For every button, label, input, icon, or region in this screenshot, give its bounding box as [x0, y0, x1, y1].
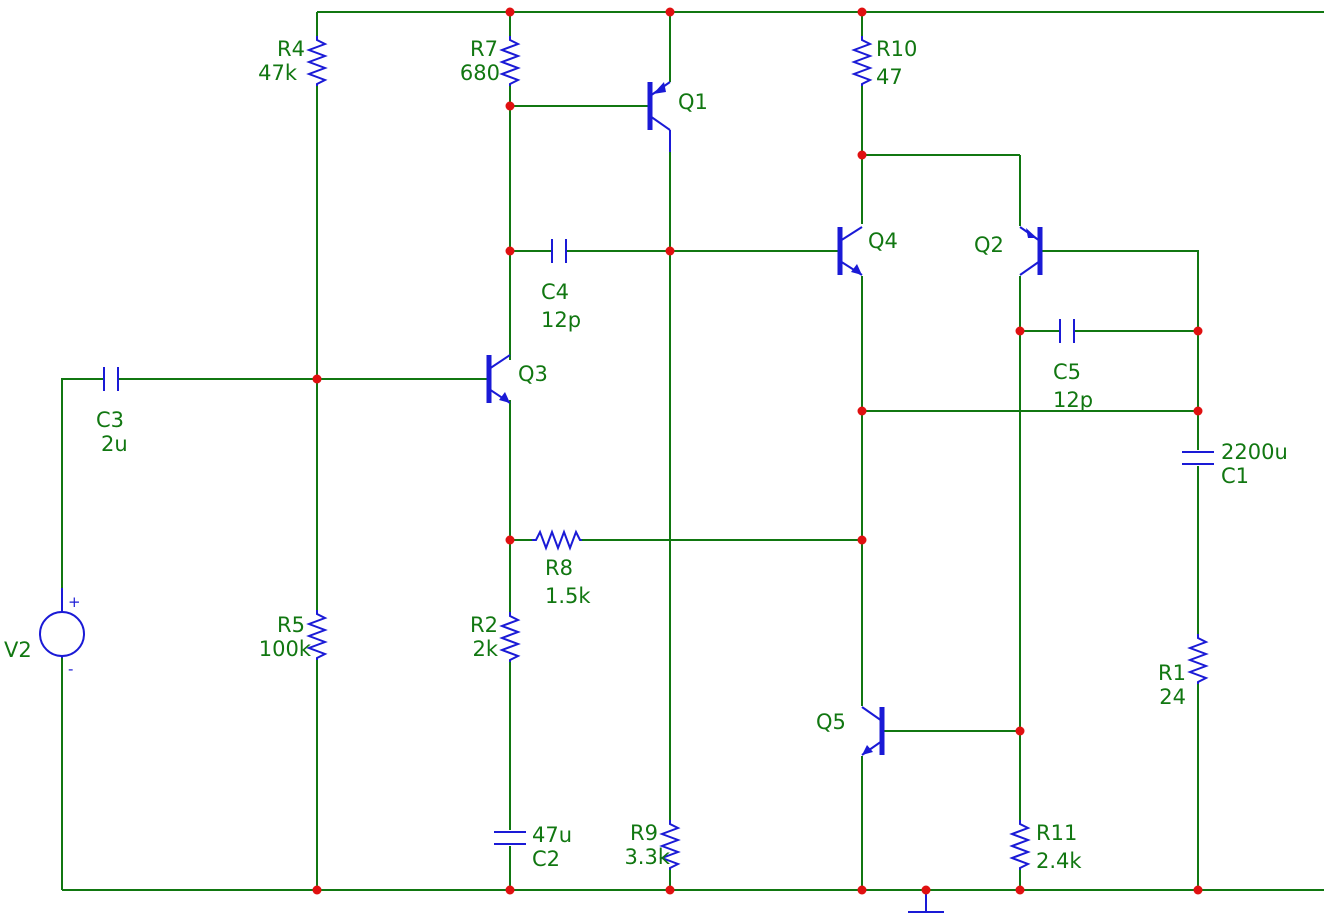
label-r8-ref: R8	[545, 556, 573, 580]
labels: R4 47k R7 680 R10 47 Q1 Q4 Q2 Q3 Q5 C4 1…	[4, 37, 1288, 873]
resistor-r4	[306, 36, 328, 86]
label-r5-ref: R5	[277, 613, 305, 637]
label-r1-value: 24	[1159, 685, 1186, 709]
label-q2: Q2	[974, 233, 1004, 257]
label-c1-value: 2200u	[1221, 440, 1288, 464]
capacitor-c4	[551, 239, 567, 263]
label-c5-value: 12p	[1053, 388, 1093, 412]
label-r2-ref: R2	[470, 613, 498, 637]
label-r1-ref: R1	[1158, 661, 1186, 685]
label-c3-value: 2u	[101, 432, 128, 456]
junction-nodes	[312, 7, 1203, 895]
label-q3: Q3	[518, 362, 548, 386]
capacitor-c2	[494, 831, 526, 845]
label-c1-ref: C1	[1221, 464, 1249, 488]
resistor-r5	[306, 610, 328, 660]
label-q5: Q5	[816, 710, 846, 734]
label-r7-value: 680	[460, 61, 500, 85]
transistor-q4	[837, 226, 863, 276]
label-c2-value: 47u	[532, 823, 572, 847]
resistor-r2	[499, 612, 521, 662]
label-c3-ref: C3	[96, 408, 124, 432]
resistor-r8	[532, 529, 582, 551]
resistor-r7	[499, 36, 521, 86]
v2-minus-sign: -	[68, 660, 73, 678]
transistor-q1	[647, 81, 671, 152]
label-r11-value: 2.4k	[1036, 849, 1082, 873]
label-c4-value: 12p	[541, 308, 581, 332]
label-q1: Q1	[678, 90, 708, 114]
resistor-r10	[851, 36, 873, 86]
label-r4-ref: R4	[277, 37, 305, 61]
label-r4-value: 47k	[258, 61, 298, 85]
resistor-r11	[1009, 820, 1031, 870]
label-v2: V2	[4, 638, 32, 662]
label-r2-value: 2k	[472, 637, 498, 661]
resistor-r9	[659, 820, 681, 870]
label-c4-ref: C4	[541, 280, 569, 304]
transistor-q2	[1019, 226, 1043, 276]
label-r10-value: 47	[876, 65, 903, 89]
label-r10-ref: R10	[876, 37, 917, 61]
capacitor-c5	[1059, 319, 1075, 343]
transistor-q5	[861, 706, 885, 756]
resistor-r1	[1187, 634, 1209, 684]
wires	[61, 11, 1324, 891]
label-r7-ref: R7	[470, 37, 498, 61]
capacitor-c1	[1182, 451, 1214, 465]
capacitor-c3	[103, 367, 119, 391]
voltage-source-v2: + -	[39, 588, 85, 678]
label-r11-ref: R11	[1036, 821, 1077, 845]
transistor-q3	[486, 354, 511, 404]
label-c2-ref: C2	[532, 847, 560, 871]
label-r9-value: 3.3k	[624, 845, 670, 869]
label-r5-value: 100k	[259, 637, 312, 661]
label-r9-ref: R9	[630, 821, 658, 845]
label-r8-value: 1.5k	[545, 584, 591, 608]
label-c5-ref: C5	[1053, 360, 1081, 384]
v2-plus-sign: +	[68, 593, 81, 611]
label-q4: Q4	[868, 229, 898, 253]
